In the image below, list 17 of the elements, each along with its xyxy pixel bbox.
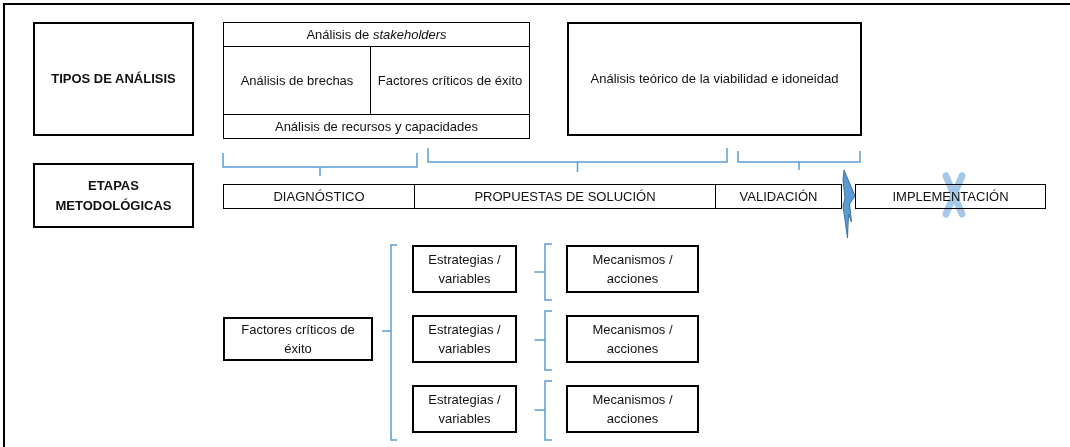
mechanism-box: Mecanismos / acciones xyxy=(566,245,699,293)
row-header-box: ETAPAS METODOLÓGICAS xyxy=(33,163,194,228)
mechanism-box: Mecanismos / acciones xyxy=(566,385,699,433)
stage-box: PROPUESTAS DE SOLUCIÓN xyxy=(414,184,716,209)
analysis-box: Análisis de stakeholders xyxy=(223,22,530,47)
block-arrow xyxy=(842,169,856,239)
strategy-box: Estrategias / variables xyxy=(412,385,517,433)
analysis-box: Análisis teórico de la viabilidad e idoneidad xyxy=(567,22,862,136)
mechanism-box: Mecanismos / acciones xyxy=(566,315,699,363)
row-header-box: TIPOS DE ANÁLISIS xyxy=(33,22,194,136)
strategy-box: Estrategias / variables xyxy=(412,315,517,363)
stage-box: DIAGNÓSTICO xyxy=(223,184,415,209)
stage-box: VALIDACIÓN xyxy=(715,184,842,209)
strategy-box: Estrategias / variables xyxy=(412,245,517,293)
analysis-box: Análisis de recursos y capacidades xyxy=(223,114,530,139)
stage-box: IMPLEMENTACIÓN xyxy=(855,184,1046,209)
factor-box: Factores críticos de éxito xyxy=(223,317,373,361)
